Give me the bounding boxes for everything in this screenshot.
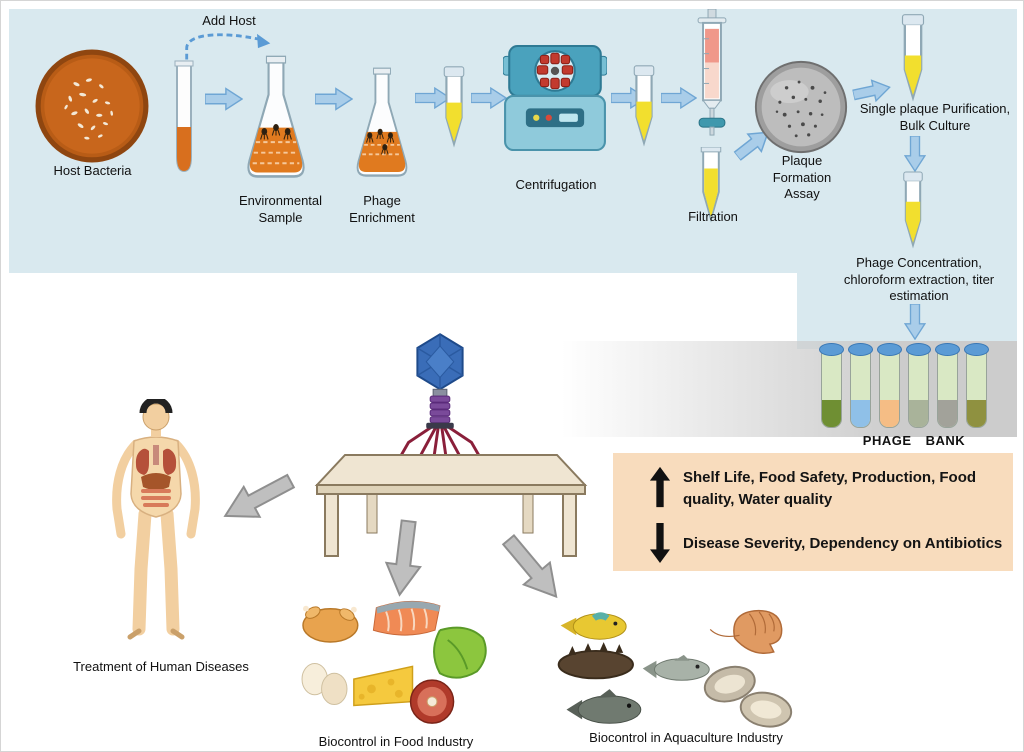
filtration-label: Filtration [688, 209, 738, 224]
down-arrow-icon [649, 523, 671, 563]
phage-bank-tube-icon [906, 343, 931, 429]
add-host-dashed-arrow-icon [181, 29, 276, 71]
arrow-right-icon [415, 87, 451, 109]
filtrate-tube-icon [699, 147, 723, 225]
plaque-assay-dish-icon [753, 59, 849, 155]
sample-test-tube-icon [171, 59, 197, 177]
host-bacteria-dish-icon [35, 49, 149, 163]
arrow-to-food-icon [379, 517, 428, 601]
centrifuge-tube-icon [441, 65, 467, 151]
phage-concentration-label: Phage Concentration, chloroform extracti… [843, 255, 995, 304]
centrifuge-tube-icon [631, 63, 657, 151]
arrow-right-icon [205, 87, 243, 111]
concentration-tube-icon [899, 171, 927, 251]
table-icon [311, 451, 591, 563]
environmental-sample-label: Environmental Sample [238, 193, 323, 225]
phage-bank-label: PHAGE BANK [862, 433, 966, 448]
phage-enrichment-flask-icon [351, 67, 413, 185]
phage-bank-tube-icon [877, 343, 902, 429]
aquaculture-label: Biocontrol in Aquaculture Industry [589, 730, 783, 745]
phage-enrichment-label: Phage Enrichment [349, 193, 415, 225]
food-label: Biocontrol in Food Industry [318, 734, 474, 749]
arrow-down-icon [904, 304, 926, 340]
arrow-right-icon [471, 87, 507, 109]
syringe-filter-icon [693, 9, 731, 143]
food-items-icon [291, 596, 491, 728]
phage-bank-tube-icon [935, 343, 960, 429]
centrifuge-icon [503, 41, 607, 155]
aquaculture-items-icon [546, 604, 806, 736]
arrow-down-icon [904, 136, 926, 172]
phage-bank-tube-icon [848, 343, 873, 429]
phage-bank-tubes [819, 343, 989, 429]
arrow-right-icon [851, 75, 893, 106]
decrease-text: Disease Severity, Dependency on Antibiot… [683, 535, 1003, 552]
arrow-right-icon [315, 87, 353, 111]
human-label: Treatment of Human Diseases [73, 659, 249, 674]
single-plaque-purification-label: Single plaque Purification, Bulk Culture [859, 101, 1011, 133]
right-panel-background [797, 273, 1017, 349]
arrow-to-aquaculture-icon [492, 526, 574, 613]
up-arrow-icon [649, 465, 671, 509]
host-bacteria-label: Host Bacteria [53, 163, 132, 178]
arrow-to-human-icon [212, 463, 301, 536]
environmental-sample-flask-icon [241, 55, 311, 187]
increase-text: Shelf Life, Food Safety, Production, Foo… [683, 469, 977, 508]
human-body-icon [101, 399, 211, 649]
phage-bank-tube-icon [964, 343, 989, 429]
arrow-diagonal-icon [729, 121, 777, 166]
arrow-right-icon [661, 87, 697, 109]
plaque-formation-assay-label: Plaque Formation Assay [772, 153, 832, 202]
purification-tube-icon [899, 13, 927, 105]
benefits-info-box: Shelf Life, Food Safety, Production, Foo… [613, 453, 1013, 571]
add-host-label: Add Host [202, 13, 256, 28]
phage-bank-tube-icon [819, 343, 844, 429]
centrifugation-label: Centrifugation [515, 177, 597, 192]
